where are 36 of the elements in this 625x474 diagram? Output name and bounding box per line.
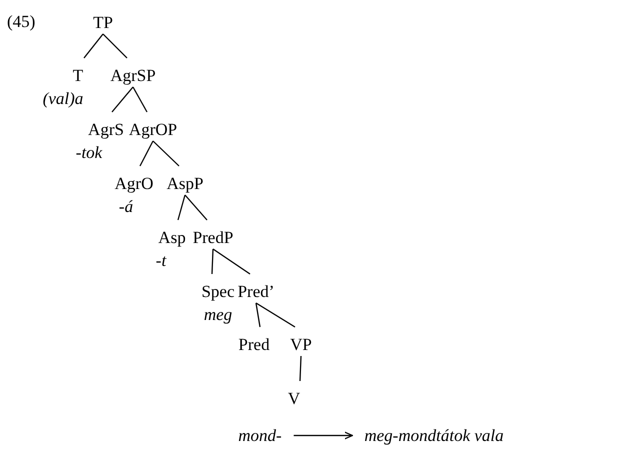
tree-branch (256, 302, 296, 328)
tree-node-label: VP (290, 335, 312, 354)
tree-node-label: AgrO (114, 174, 154, 193)
morpheme-label: -tok (76, 144, 102, 161)
tree-node-label: PredP (192, 228, 234, 247)
tree-node-label: T (72, 66, 84, 85)
tree-node-label: AspP (166, 174, 204, 193)
example-number: (45) (7, 13, 36, 30)
tree-branch (112, 86, 134, 112)
tree-node-label: Spec (201, 282, 235, 301)
tree-branch (84, 34, 104, 58)
tree-node-label: TP (93, 13, 113, 32)
tree-node-label: V (288, 389, 300, 408)
tree-branch (255, 302, 261, 328)
morpheme-label: -á (118, 198, 134, 215)
tree-branch (211, 248, 214, 274)
tree-node-label: AgrS (88, 120, 124, 139)
word-form: mond- (238, 426, 282, 445)
arrow (294, 432, 353, 440)
tree-branch (299, 356, 302, 382)
tree-branch (152, 140, 180, 166)
tree-branch (132, 86, 148, 112)
tree-node-label: AgrOP (128, 120, 178, 139)
tree-branch (139, 140, 154, 166)
tree-branch (212, 248, 250, 274)
tree-branch (177, 194, 186, 220)
tree-node-label: Pred’ (238, 282, 274, 301)
tree-node-label: AgrSP (110, 66, 156, 85)
tree-node-label: Asp (158, 228, 186, 247)
tree-branch (102, 34, 128, 58)
word-form: meg-mondtátok vala (364, 426, 504, 445)
morpheme-label: (val)a (42, 90, 84, 107)
tree-branch (184, 194, 208, 220)
morpheme-label: meg (204, 306, 232, 323)
morpheme-label: -t (156, 252, 166, 269)
tree-node-label: Pred (238, 335, 270, 354)
